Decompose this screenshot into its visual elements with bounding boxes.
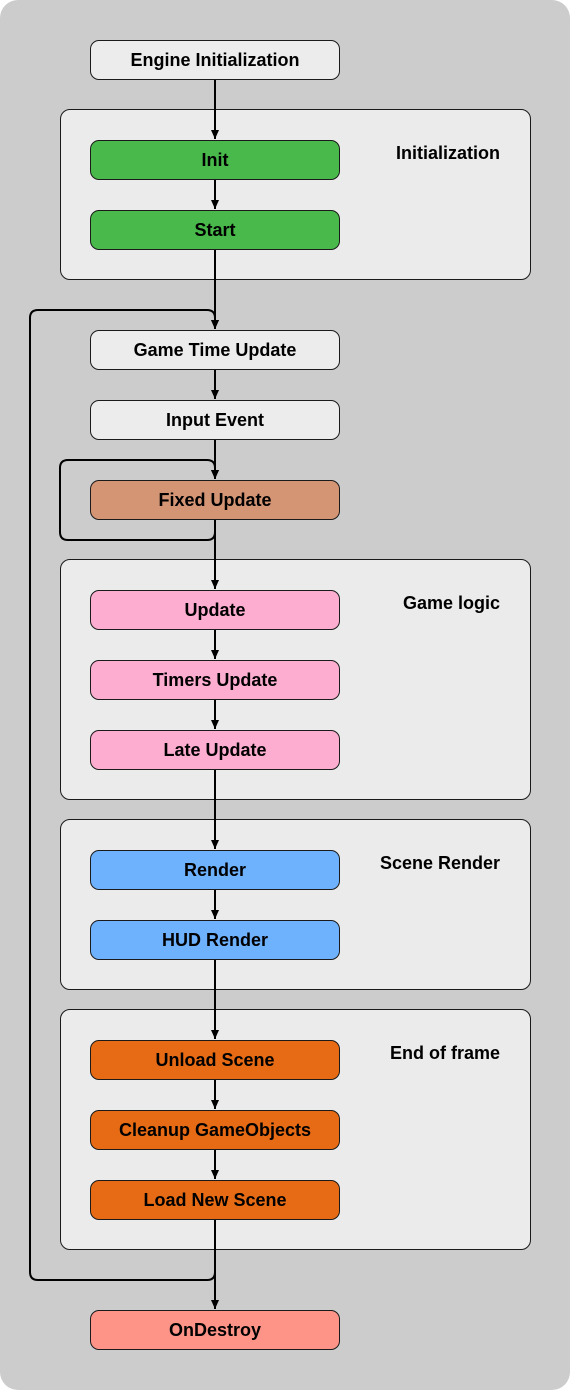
node-timers-update: Timers Update	[90, 660, 340, 700]
node-game-time-update: Game Time Update	[90, 330, 340, 370]
node-engine-initialization: Engine Initialization	[90, 40, 340, 80]
node-load-new-scene: Load New Scene	[90, 1180, 340, 1220]
group-label-end-of-frame: End of frame	[389, 1043, 500, 1063]
node-start: Start	[90, 210, 340, 250]
group-label-initialization: Initialization	[395, 143, 500, 163]
node-input-event: Input Event	[90, 400, 340, 440]
node-hud-render: HUD Render	[90, 920, 340, 960]
frame-loop	[29, 309, 219, 1281]
group-initialization	[60, 109, 531, 280]
node-cleanup-gameobjects: Cleanup GameObjects	[90, 1110, 340, 1150]
node-fixed-update: Fixed Update	[90, 480, 340, 520]
node-update: Update	[90, 590, 340, 630]
node-init: Init	[90, 140, 340, 180]
group-label-scene-render: Scene Render	[379, 853, 500, 873]
node-late-update: Late Update	[90, 730, 340, 770]
fixed-update-loop	[59, 459, 219, 541]
group-scene-render	[60, 819, 531, 990]
node-ondestroy: OnDestroy	[90, 1310, 340, 1350]
node-render: Render	[90, 850, 340, 890]
group-label-game-logic: Game logic	[402, 593, 500, 613]
node-unload-scene: Unload Scene	[90, 1040, 340, 1080]
